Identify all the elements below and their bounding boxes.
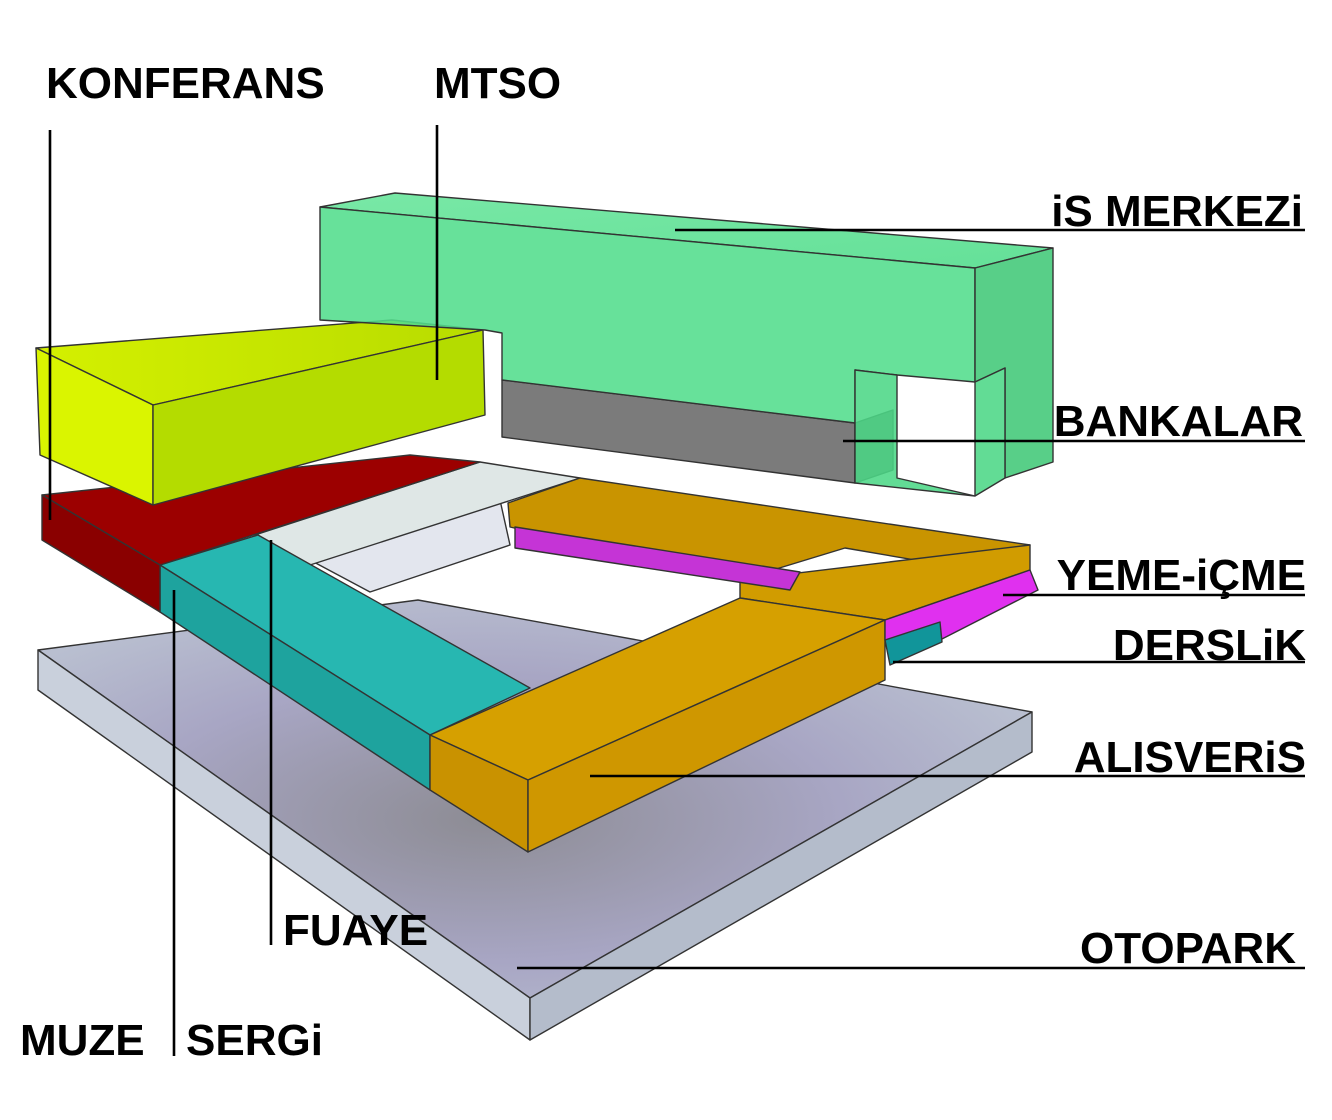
mtso-block [35, 319, 486, 506]
leader-lines [48, 125, 1305, 1056]
label-otopark: OTOPARK [1080, 924, 1296, 973]
label-yeme-icme: YEME-iÇME [1057, 551, 1306, 600]
is-merkezi-leg-front [854, 367, 1006, 497]
konferans-front [41, 494, 161, 613]
label-konferans: KONFERANS [46, 59, 325, 108]
yeme-icme-inner-strip [514, 526, 801, 591]
alisveris-right-face [527, 619, 886, 853]
label-bankalar: BANKALAR [1054, 397, 1303, 446]
label-fuaye: FUAYE [283, 906, 428, 955]
label-sergi: SERGi [186, 1016, 323, 1065]
labels: KONFERANS MTSO iS MERKEZi BANKALAR YEME-… [20, 59, 1306, 1065]
yeme-icme-outer-strip [884, 569, 1039, 641]
label-mtso: MTSO [434, 59, 561, 108]
label-derslik: DERSLiK [1113, 621, 1306, 670]
alisveris-block [429, 477, 1039, 853]
label-alisveris: ALISVERiS [1074, 733, 1306, 782]
mtso-front-face [152, 329, 486, 506]
label-muze: MUZE [20, 1016, 145, 1065]
otopark-front-right [529, 711, 1033, 1041]
derslik-strip [884, 621, 943, 666]
ring-floor [41, 454, 581, 791]
label-is-merkezi: iS MERKEZi [1051, 187, 1303, 236]
